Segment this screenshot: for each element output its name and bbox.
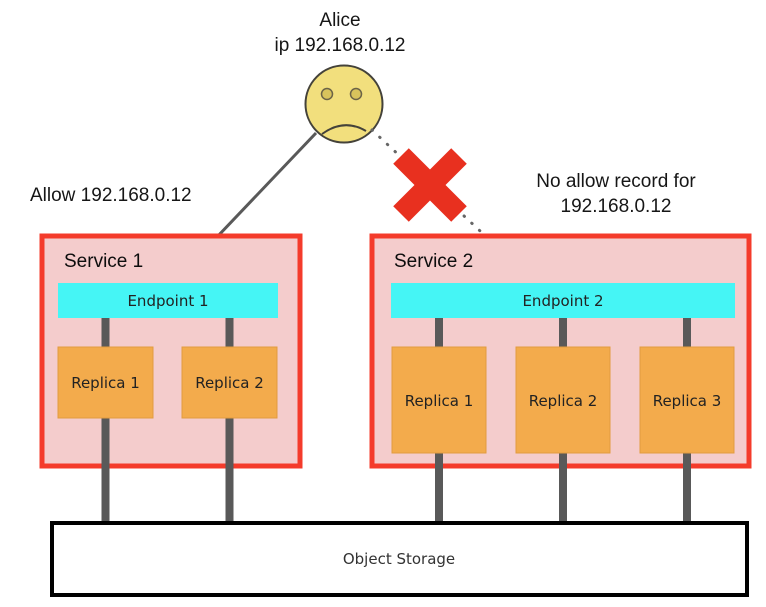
object-storage-box (50, 521, 749, 597)
face-head (304, 64, 384, 144)
deny-annotation-line2: 192.168.0.12 (561, 196, 672, 217)
endpoint-2-box (391, 283, 735, 318)
sad-face-icon (304, 64, 384, 144)
service-1-group: Service 1 Endpoint 1 Replica 1 Replica 2 (39, 233, 303, 525)
endpoint-1-box (58, 283, 278, 318)
actor-name-label: Alice (319, 10, 360, 31)
object-storage-label: Object Storage (343, 550, 455, 568)
service-1-title: Service 1 (64, 251, 143, 272)
face-frown-mouth (321, 124, 367, 135)
object-storage-group: Object Storage (50, 521, 749, 597)
s2-replica-1-label: Replica 1 (405, 392, 474, 410)
endpoint-2-label: Endpoint 2 (522, 292, 603, 310)
s2-replica-3-label: Replica 3 (653, 392, 722, 410)
service-2-title: Service 2 (394, 251, 473, 272)
face-right-eye (349, 87, 363, 101)
deny-x-icon (393, 148, 467, 222)
s1-replica-2-label: Replica 2 (195, 374, 264, 392)
s2-replica-1-box (391, 346, 487, 454)
actor-ip-label: ip 192.168.0.12 (274, 35, 405, 56)
s2-replica-2-label: Replica 2 (529, 392, 598, 410)
allow-annotation: Allow 192.168.0.12 (30, 185, 192, 206)
service-2-group: Service 2 Endpoint 2 Replica 1 Replica 2… (369, 233, 752, 525)
endpoint-1-label: Endpoint 1 (127, 292, 208, 310)
s2-replica-3-box (639, 346, 735, 454)
face-left-eye (320, 87, 334, 101)
s1-replica-1-box (57, 346, 154, 419)
deny-annotation-line1: No allow record for (536, 171, 696, 192)
s1-replica-1-label: Replica 1 (71, 374, 140, 392)
s2-replica-2-box (515, 346, 611, 454)
s1-replica-2-box (181, 346, 278, 419)
